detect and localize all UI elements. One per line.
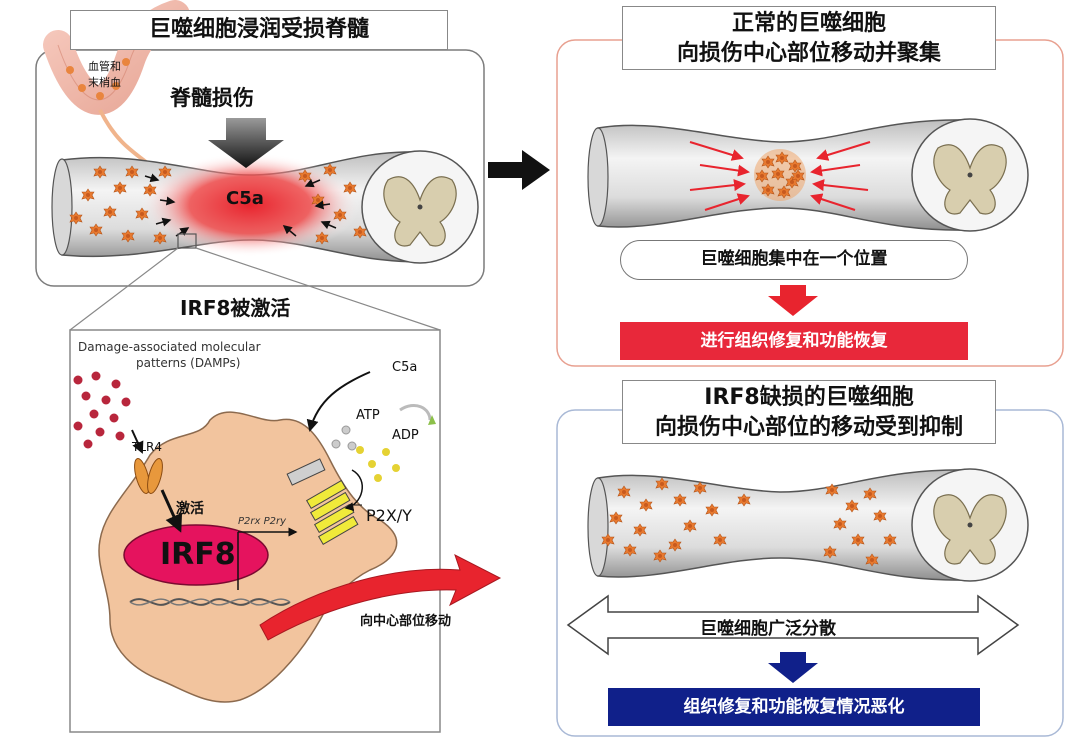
normal-title-line2: 向损伤中心部位移动并聚集	[676, 41, 941, 66]
deficient-status-label: 巨噬细胞广泛分散	[700, 619, 836, 639]
curved-red-arrow-icon	[259, 553, 502, 641]
c5a-arrow	[306, 371, 371, 432]
deficient-title-line1: IRF8缺损的巨噬细胞	[704, 385, 914, 410]
injury-label: 脊髓损伤	[170, 86, 254, 110]
macrophages-infiltrating	[69, 163, 367, 245]
c5a-label: C5a	[392, 360, 418, 375]
zoom-box	[177, 233, 197, 249]
normal-title-line1: 正常的巨噬细胞	[731, 11, 886, 36]
red-down-arrow-icon	[768, 285, 818, 316]
deficient-panel-title: IRF8缺损的巨噬细胞 向损伤中心部位的移动受到抑制	[622, 380, 996, 444]
atp-label: ATP	[356, 408, 380, 423]
c5a-center-label: C5a	[226, 188, 264, 209]
tlr4-label: TLR4	[132, 440, 162, 454]
injury-arrow-icon	[208, 118, 284, 168]
adp-label: ADP	[392, 428, 419, 443]
activation-title: IRF8被激活	[180, 296, 291, 320]
macrophage-cluster	[689, 141, 871, 211]
activate-arrow	[160, 489, 183, 533]
normal-status-pill: 巨噬细胞集中在一个位置	[620, 240, 968, 280]
irf8-label: IRF8	[160, 537, 236, 572]
blue-down-arrow-icon	[768, 652, 818, 683]
vessel-label-1: 血管和	[88, 60, 121, 73]
atp-dots	[331, 404, 436, 482]
normal-panel-title: 正常的巨噬细胞 向损伤中心部位移动并聚集	[622, 6, 996, 70]
black-arrow-icon	[488, 150, 550, 190]
migrate-label: 向中心部位移动	[360, 614, 452, 629]
injury-panel-title: 巨噬细胞浸润受损脊髓	[70, 10, 448, 50]
p2rx-label: P2rx P2ry	[238, 516, 287, 527]
tlr4-receptor-icon	[131, 429, 163, 494]
activate-label: 激活	[176, 501, 204, 517]
spinal-cord-injured	[51, 150, 479, 264]
normal-result-bar: 进行组织修复和功能恢复	[620, 322, 968, 360]
p2xy-receptor-icon	[286, 458, 363, 546]
deficient-title-line2: 向损伤中心部位的移动受到抑制	[654, 415, 963, 440]
double-headed-arrow-icon	[566, 594, 1020, 656]
damps-dots	[73, 371, 131, 449]
spinal-cord-deficient	[587, 468, 1029, 582]
irf8-oval	[123, 524, 269, 586]
vessel-label-2: 末梢血	[88, 76, 121, 89]
damps-label-1: Damage-associated molecular	[78, 340, 261, 354]
damps-label-2: patterns (DAMPs)	[136, 356, 241, 370]
p2xy-label: P2X/Y	[366, 506, 412, 525]
deficient-result-bar: 组织修复和功能恢复情况恶化	[608, 688, 980, 726]
